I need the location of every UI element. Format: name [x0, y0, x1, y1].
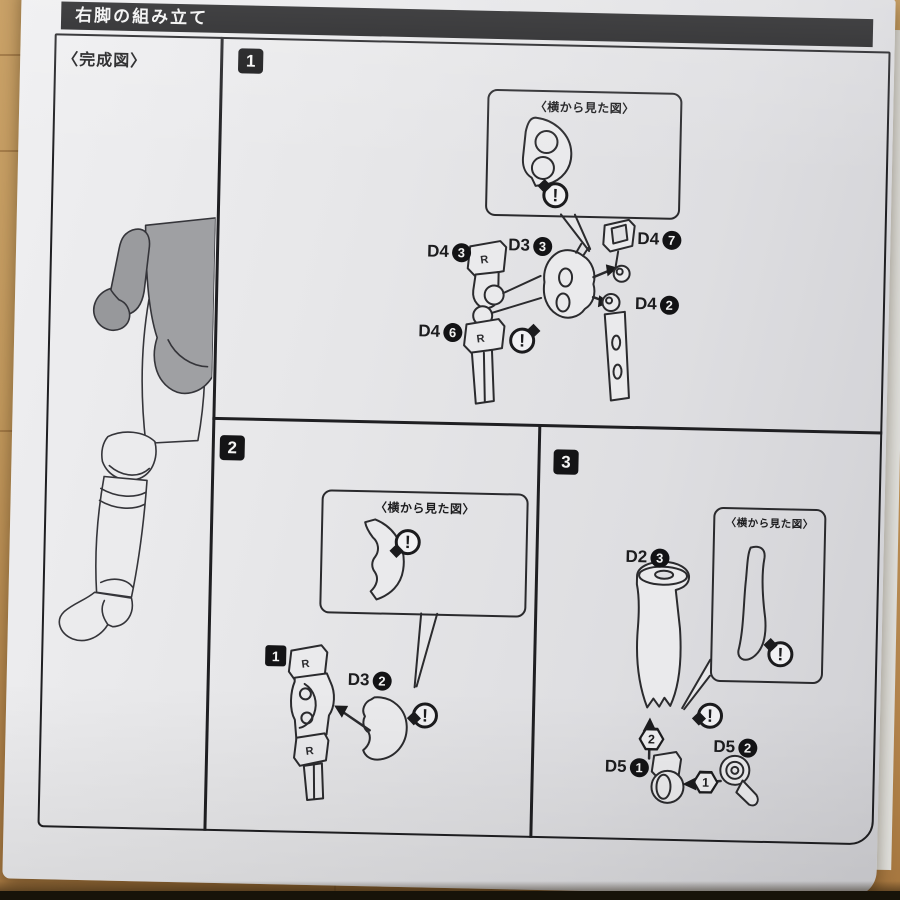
floor-plank-seam	[0, 430, 22, 432]
step-number-badge: 1	[237, 48, 264, 74]
part-mark: R	[301, 658, 311, 671]
warning-mark: !	[706, 705, 714, 726]
order-number: 1	[695, 773, 716, 791]
completed-figure-drawing	[58, 217, 217, 642]
step3-panel: 3 D2 3 〈横から見た図〉 ! ! 2 1	[531, 427, 880, 845]
completed-figure-column: 〈完成図〉	[39, 35, 219, 828]
part-code: D3	[508, 235, 531, 255]
part-label-d4-3: D4 3	[426, 241, 472, 262]
part-number: 2	[659, 295, 679, 315]
warning-mark: !	[552, 185, 559, 206]
part-code: D2	[625, 546, 648, 567]
part-code: D4	[426, 241, 450, 261]
photo-edge-shadow	[0, 891, 900, 900]
step-number: 1	[245, 50, 256, 71]
step2-panel: R R 2 〈横から見た図〉 !	[205, 420, 538, 838]
part-label-d3-3: D3 3	[508, 235, 553, 256]
part-number: 3	[649, 547, 670, 568]
step-number-badge: 3	[553, 449, 579, 475]
warning-mark: !	[777, 644, 784, 665]
floor-plank-seam	[0, 150, 28, 152]
subassembly-ref-badge: 1	[265, 645, 287, 667]
part-code: D4	[637, 229, 660, 249]
part-label-d5-2: D5 2	[713, 736, 758, 758]
side-view-callout: 〈横から見た図〉	[319, 489, 529, 618]
part-code: D3	[347, 669, 370, 690]
warning-mark: !	[518, 330, 526, 351]
step-number: 2	[227, 437, 238, 457]
part-code: D4	[418, 321, 441, 341]
part-number: 2	[372, 670, 392, 691]
part-mark: R	[480, 254, 490, 267]
part-number: 3	[451, 242, 472, 262]
step-number-badge: 2	[219, 435, 246, 461]
step2-diagram: R R	[287, 518, 439, 801]
warning-mark: !	[404, 532, 411, 553]
part-number: 3	[532, 236, 553, 256]
floor-shadow	[0, 881, 900, 891]
part-mark: R	[305, 745, 315, 758]
floor-plank-seam	[0, 54, 30, 56]
part-code: D5	[604, 756, 627, 776]
subassembly-number: 1	[271, 647, 280, 664]
side-view-callout: 〈横から見た図〉	[484, 88, 683, 220]
part-code: D5	[713, 736, 736, 757]
part-label-d4-7: D4 7	[637, 229, 682, 250]
step1-panel: R R	[214, 39, 888, 430]
order-number: 2	[641, 730, 662, 748]
step1-diagram: R R	[463, 116, 636, 405]
part-label-d3-2: D3 2	[348, 670, 392, 691]
part-number: 7	[661, 230, 682, 250]
side-view-label: 〈横から見た図〉	[374, 500, 476, 517]
part-label-d4-6: D4 6	[418, 321, 463, 342]
side-view-label: 〈横から見た図〉	[725, 517, 814, 531]
part-label-d2-3: D2 3	[625, 546, 670, 568]
part-label-d4-2: D4 2	[635, 294, 679, 315]
part-number: 1	[629, 757, 649, 777]
part-code: D4	[634, 294, 657, 314]
page-title: 右脚の組み立て	[74, 5, 209, 28]
side-view-label: 〈横から見た図〉	[534, 99, 635, 116]
part-number: 6	[442, 322, 463, 342]
warning-mark: !	[421, 705, 429, 726]
part-label-d5-1: D5 1	[605, 756, 649, 777]
part-mark: R	[476, 333, 486, 346]
part-number: 2	[737, 737, 758, 758]
step-number: 3	[561, 451, 571, 472]
